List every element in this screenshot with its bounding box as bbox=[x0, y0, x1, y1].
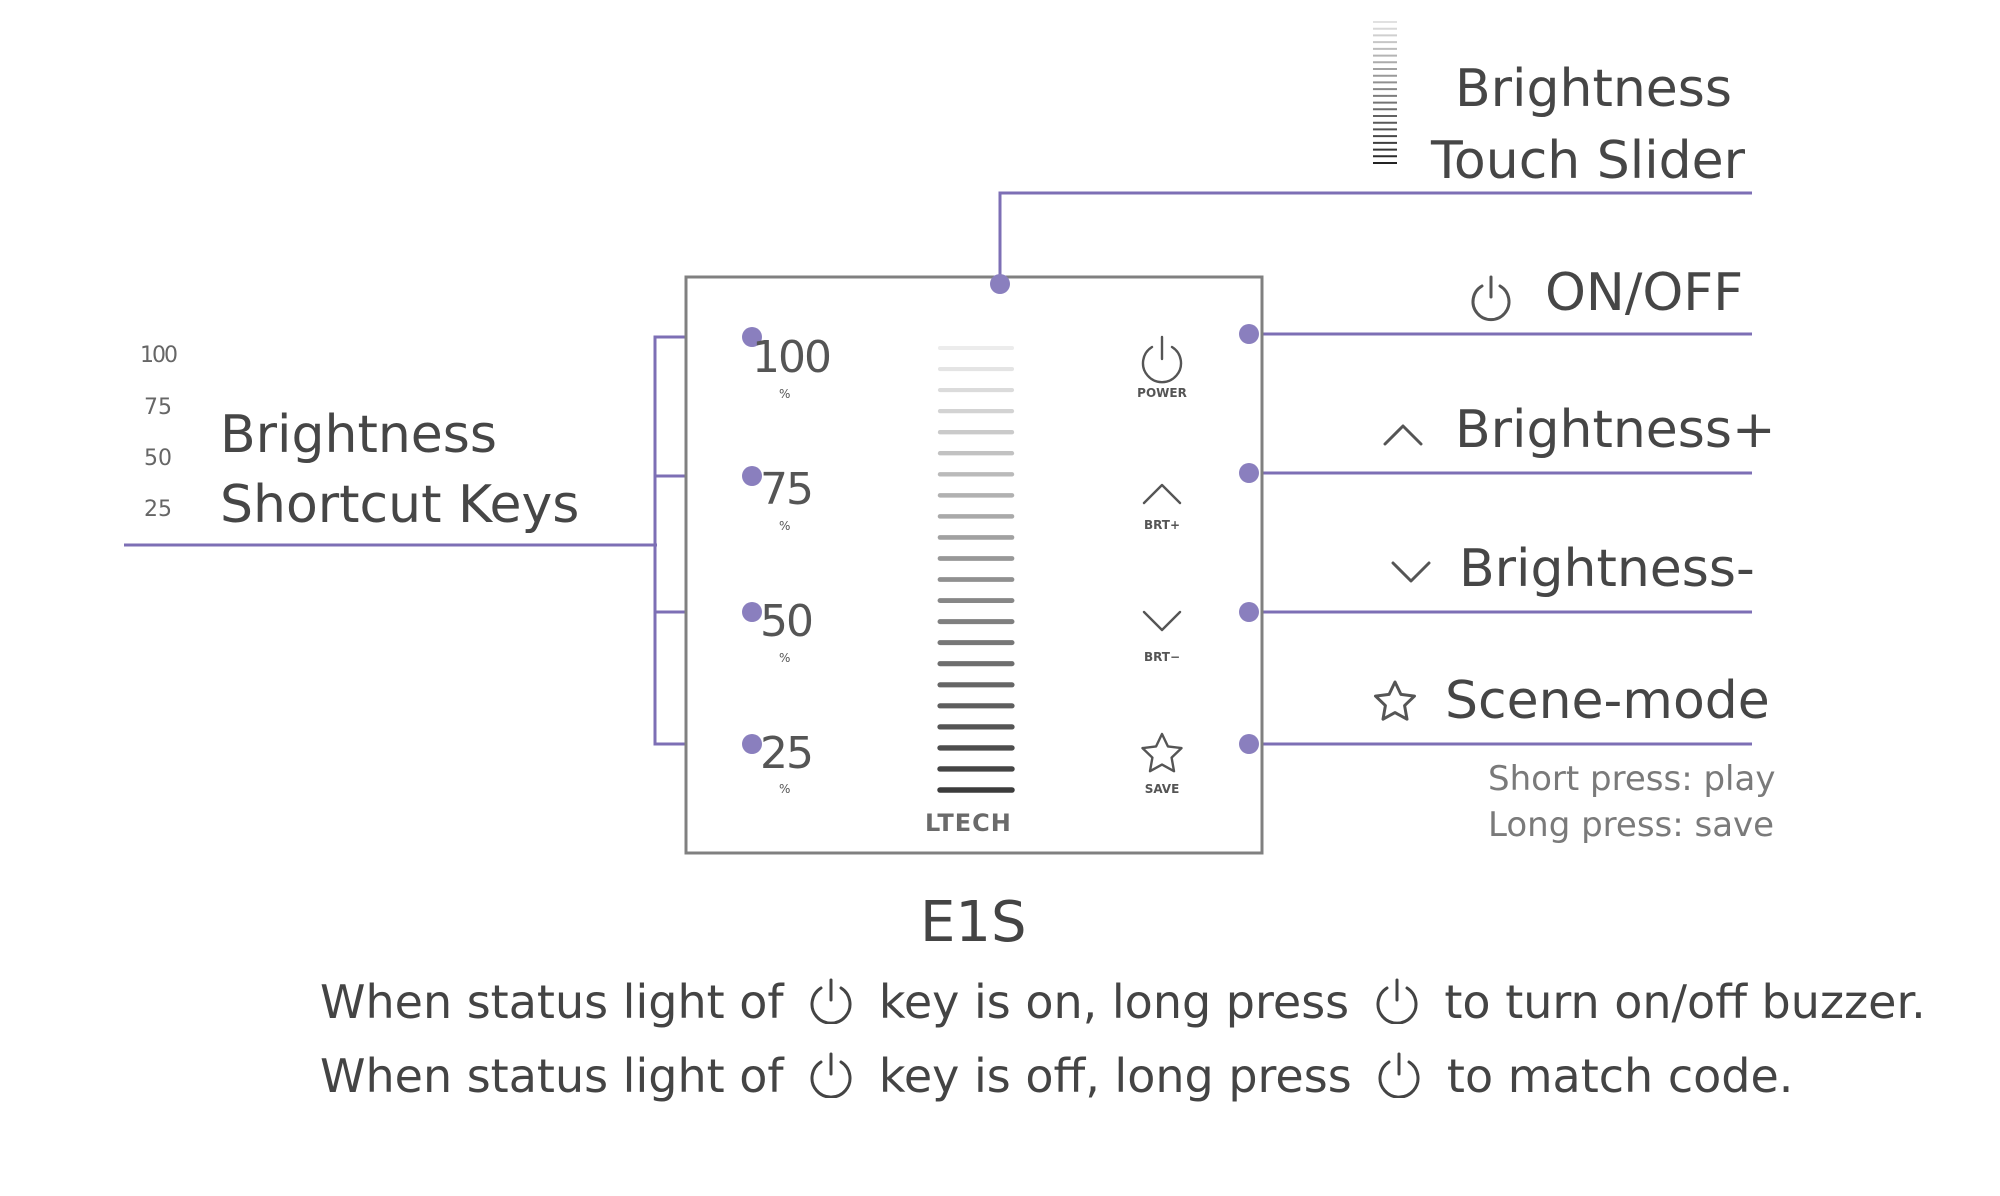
model-name: E1S bbox=[920, 890, 1027, 955]
shortcut-icon-100: 100 bbox=[140, 343, 178, 368]
brand-logo: LTECH bbox=[925, 809, 1012, 837]
callout-icons bbox=[1374, 275, 1511, 721]
note-text: key is off, long press bbox=[878, 1049, 1352, 1103]
percent-key-value: 50 bbox=[760, 596, 814, 647]
percent-key-unit: % bbox=[779, 782, 791, 796]
shortcut-keys-label-line2: Shortcut Keys bbox=[220, 475, 580, 535]
shortcut-icon-75: 75 bbox=[144, 395, 172, 420]
long-press-note: Long press: save bbox=[1488, 805, 1775, 845]
shortcut-keys-label-line1: Brightness bbox=[220, 405, 497, 465]
save-key-label[interactable]: SAVE bbox=[1144, 782, 1180, 796]
power-icon bbox=[1376, 978, 1418, 1024]
brightness-up-label: Brightness+ bbox=[1455, 400, 1776, 460]
note-line-2: When status light of key is off, long pr… bbox=[320, 1046, 1793, 1106]
slider-icon bbox=[1373, 21, 1397, 164]
star-icon bbox=[1374, 680, 1416, 721]
slider-connector bbox=[998, 191, 1752, 284]
touch-slider-label-line1: Brightness bbox=[1455, 59, 1732, 119]
chevron-down-icon bbox=[1142, 610, 1182, 632]
on-off-label: ON/OFF bbox=[1545, 263, 1744, 323]
touch-slider[interactable] bbox=[937, 346, 1015, 793]
note-text: to turn on/off buzzer. bbox=[1444, 975, 1926, 1029]
short-press-note: Short press: play bbox=[1488, 759, 1776, 799]
brt-down-key-label[interactable]: BRT− bbox=[1143, 650, 1181, 664]
percent-key-unit: % bbox=[779, 651, 791, 665]
shortcut-icon-50: 50 bbox=[144, 446, 172, 471]
shortcut-icon-25: 25 bbox=[144, 497, 172, 522]
power-icon bbox=[810, 978, 852, 1024]
chevron-up-icon bbox=[1142, 483, 1182, 505]
percent-key-value: 25 bbox=[760, 728, 814, 779]
power-icon bbox=[810, 1052, 852, 1098]
panel-key-icons bbox=[1141, 335, 1183, 773]
note-text: When status light of bbox=[320, 975, 784, 1029]
touch-slider-label-line2: Touch Slider bbox=[1431, 131, 1746, 191]
percent-key-value: 100 bbox=[752, 332, 832, 383]
note-text: key is on, long press bbox=[878, 975, 1350, 1029]
connector-dots bbox=[742, 274, 1259, 754]
scene-mode-label: Scene-mode bbox=[1445, 671, 1770, 731]
power-key-label[interactable]: POWER bbox=[1137, 386, 1187, 400]
percent-key-value: 75 bbox=[760, 464, 814, 515]
star-icon bbox=[1141, 732, 1183, 773]
brightness-down-label: Brightness- bbox=[1459, 539, 1755, 599]
percent-key-unit: % bbox=[779, 519, 791, 533]
chevron-up-icon bbox=[1383, 424, 1423, 446]
note-text: to match code. bbox=[1446, 1049, 1794, 1103]
power-icon bbox=[1471, 275, 1511, 322]
note-line-1: When status light of key is on, long pre… bbox=[320, 972, 1926, 1032]
percent-key-unit: % bbox=[779, 387, 791, 401]
switch-panel bbox=[684, 275, 1264, 855]
chevron-down-icon bbox=[1391, 561, 1431, 583]
brt-up-key-label[interactable]: BRT+ bbox=[1143, 518, 1181, 532]
power-icon bbox=[1141, 335, 1183, 384]
power-icon bbox=[1378, 1052, 1420, 1098]
note-text: When status light of bbox=[320, 1049, 784, 1103]
